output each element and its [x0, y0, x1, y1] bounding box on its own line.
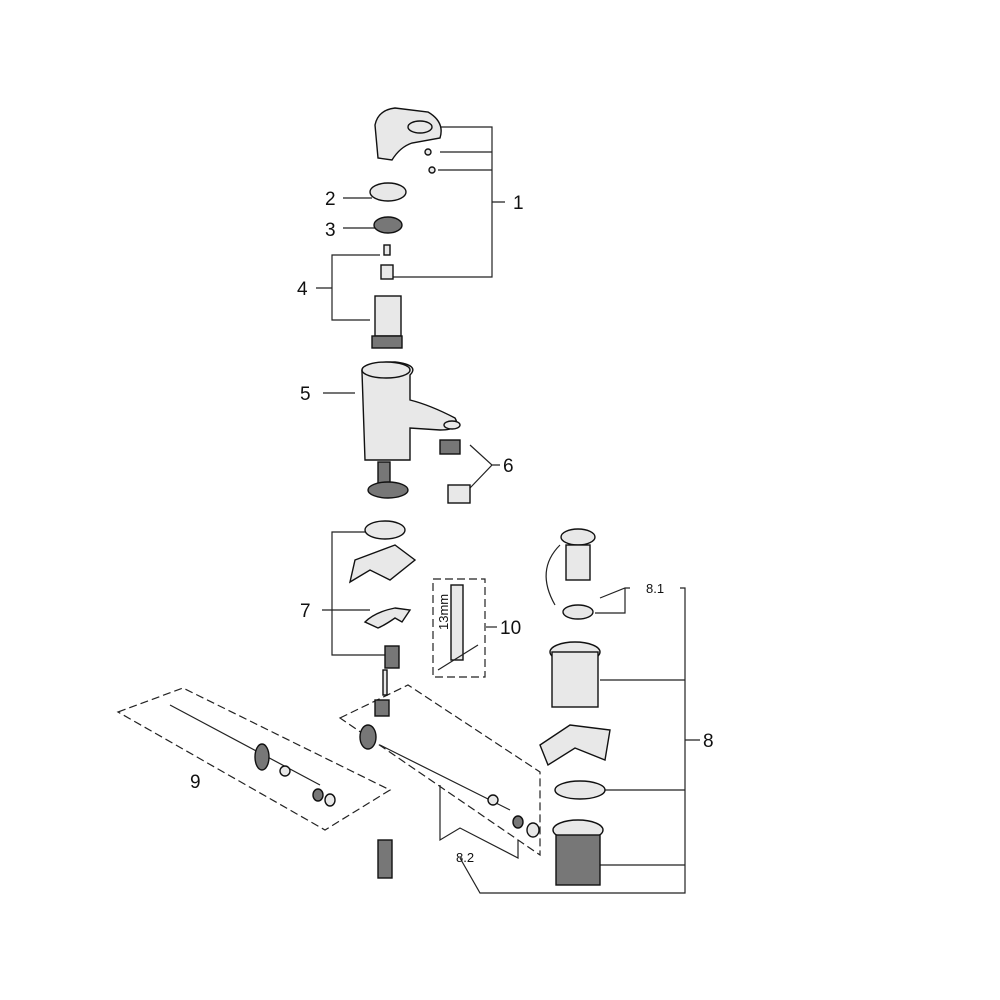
- callout-1: 1: [513, 193, 524, 214]
- part-2-ring: [369, 182, 407, 202]
- part-6-aerator: [439, 420, 471, 504]
- part-10-tool: 13mm: [436, 584, 479, 671]
- lever-handle: [374, 107, 442, 174]
- part-8-drain: [539, 528, 611, 886]
- callout-2: 2: [325, 189, 336, 210]
- callout-5: 5: [300, 384, 311, 405]
- callout-8-1: 8.1: [646, 581, 664, 596]
- part-5-faucet-body: [361, 361, 458, 461]
- callout-7: 7: [300, 601, 311, 622]
- leader-lines: [316, 126, 700, 894]
- tool-dimension-label: 13mm: [436, 594, 451, 630]
- kit-8-2-box: [338, 684, 541, 857]
- part-8-2-rod-kit: [359, 699, 540, 838]
- tool-10-box: [432, 578, 486, 678]
- callout-6: 6: [503, 456, 514, 477]
- callout-8-2: 8.2: [456, 850, 474, 865]
- callout-10: 10: [500, 618, 521, 639]
- callout-4: 4: [297, 279, 308, 300]
- part-3-nut: [373, 216, 403, 234]
- supply-hose: [377, 839, 393, 879]
- kit-9-box: [116, 687, 392, 831]
- callout-3: 3: [325, 220, 336, 241]
- mounting-shank: [348, 461, 417, 696]
- part-9-pop-up-rod-kit: [169, 704, 336, 807]
- callout-8: 8: [703, 731, 714, 752]
- part-4-cartridge: [371, 244, 403, 349]
- callout-9: 9: [190, 772, 201, 793]
